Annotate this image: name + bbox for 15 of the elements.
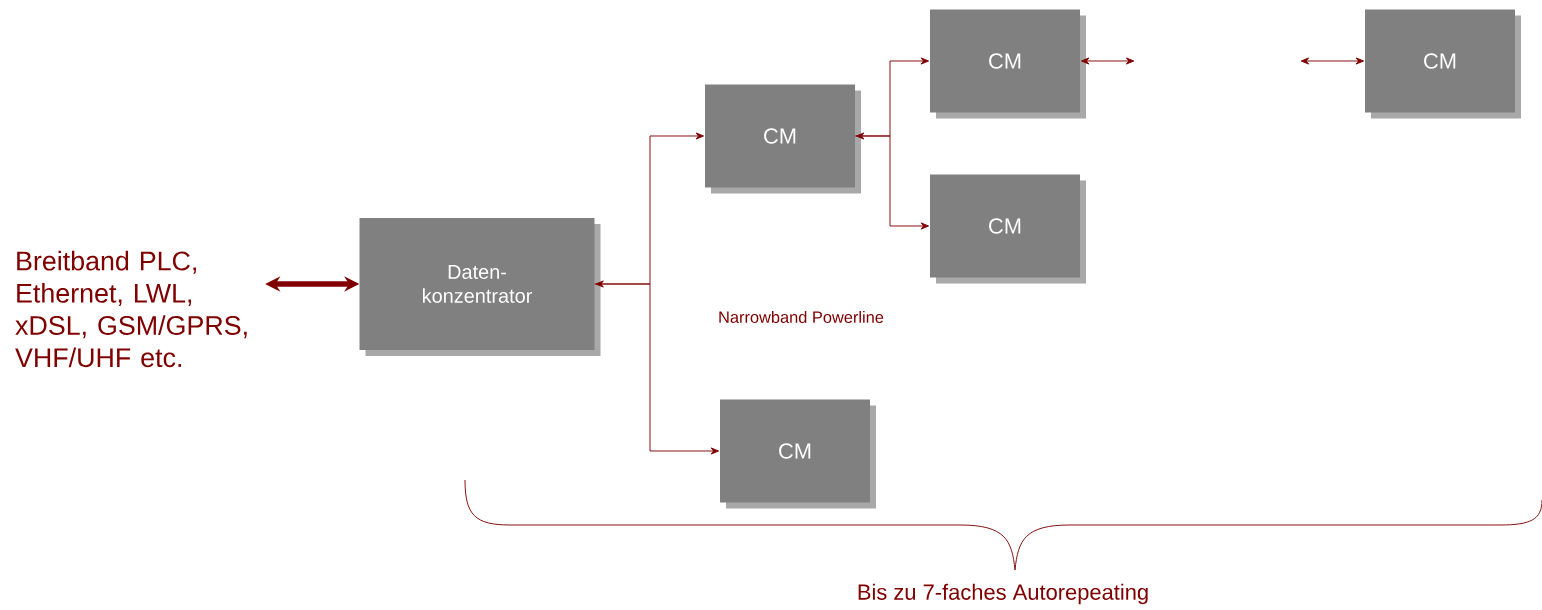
- arrow: [1081, 57, 1135, 65]
- process-box: CM: [930, 9, 1086, 119]
- process-box: CM: [930, 174, 1086, 284]
- arrow: [594, 283, 719, 455]
- process-box: Daten- konzentrator: [359, 218, 601, 356]
- process-box: CM: [705, 84, 861, 194]
- text-label: Breitband PLC, Ethernet, LWL, xDSL, GSM/GPRS, VHF/UHF etc.: [15, 250, 247, 368]
- annotation-text: Narrowband Powerline: [719, 310, 884, 323]
- arrow: [1300, 57, 1364, 65]
- arrow: [854, 135, 929, 230]
- annotation-text: Bis zu 7-faches Autorepeating: [858, 583, 1148, 605]
- arrow: [595, 132, 705, 288]
- process-box: CM: [1365, 9, 1521, 119]
- arrow: [856, 57, 929, 140]
- process-box: CM: [720, 399, 876, 509]
